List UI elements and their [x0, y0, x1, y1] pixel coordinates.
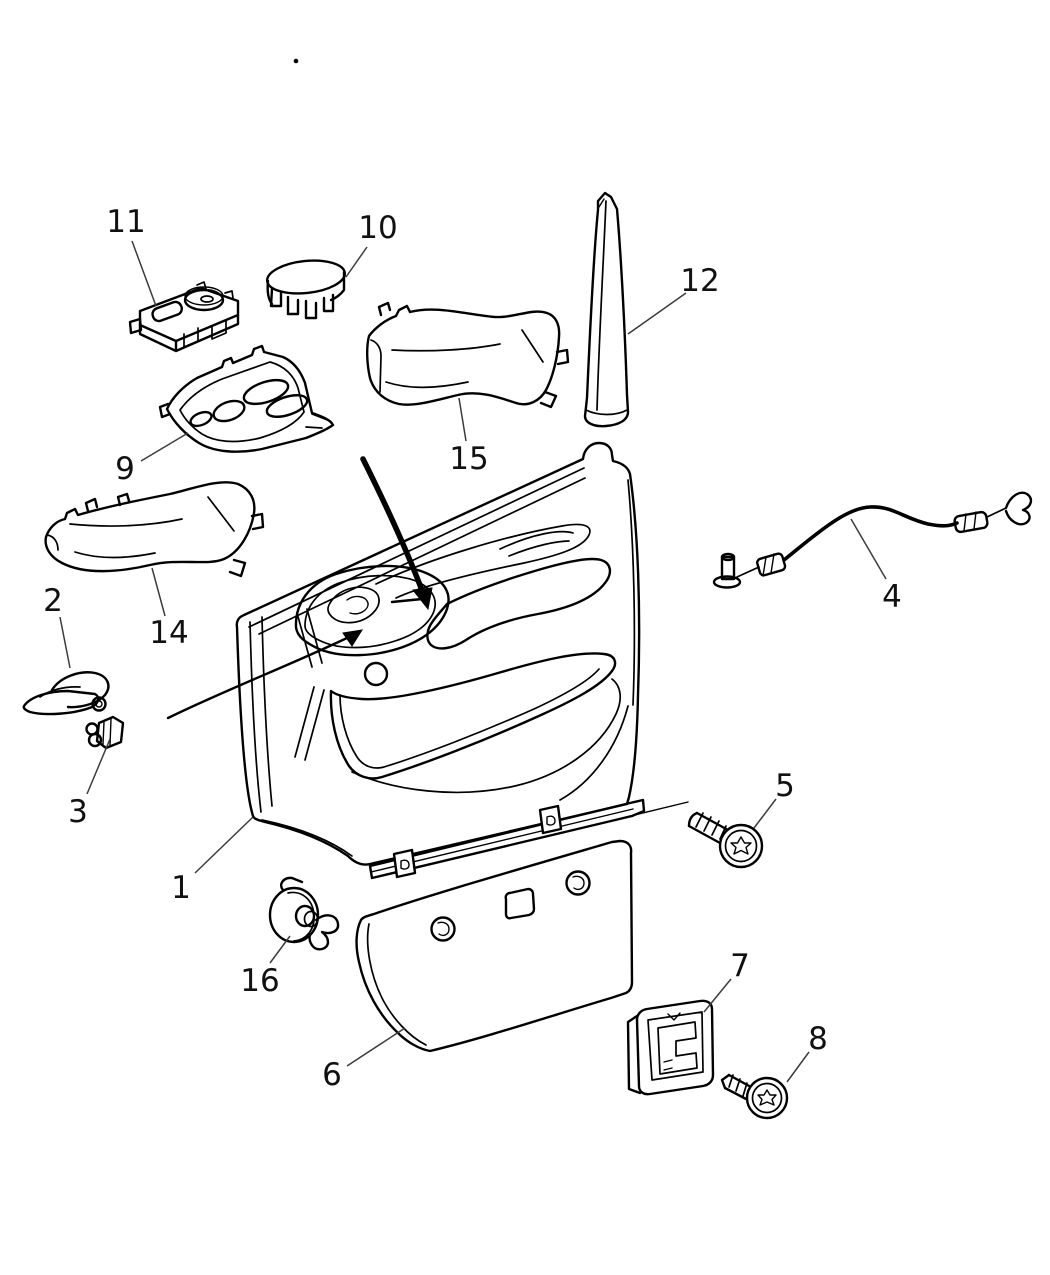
leader-line-5	[753, 798, 777, 829]
callout-9: 9	[115, 451, 135, 487]
part-12-a-pillar-trim	[583, 191, 630, 428]
part-7-retainer-bracket	[626, 999, 715, 1096]
leader-line-1	[194, 816, 254, 874]
part-9-switch-bezel	[158, 344, 335, 453]
assembly-arrow-thick	[360, 456, 433, 611]
leader-line-8	[786, 1051, 810, 1083]
callout-11: 11	[106, 204, 145, 240]
part-10-cap	[265, 259, 347, 320]
part-16-retainer	[268, 876, 340, 951]
callout-2: 2	[43, 583, 63, 619]
leader-line-12	[627, 292, 687, 335]
part-15-armrest	[366, 301, 570, 409]
leader-line-16	[269, 935, 291, 964]
callout-16: 16	[240, 963, 279, 999]
part-6-lower-panel	[355, 839, 634, 1053]
part-3-clip	[85, 715, 125, 750]
leader-line-11	[131, 240, 157, 307]
print-dot	[293, 58, 299, 64]
callout-7: 7	[730, 948, 750, 984]
leader-line-14	[151, 567, 166, 617]
callout-15: 15	[449, 441, 488, 477]
part-4-latch-cable	[712, 491, 1033, 589]
assembly-arrow-thin	[166, 629, 364, 720]
callout-5: 5	[775, 768, 795, 804]
leader-line-6	[346, 1027, 406, 1067]
callout-10: 10	[358, 210, 397, 246]
callout-1: 1	[171, 870, 191, 906]
callout-4: 4	[882, 579, 902, 615]
leader-line-9	[140, 432, 189, 462]
leader-line-7	[703, 978, 732, 1013]
leader-line-4	[850, 518, 887, 580]
leader-line-15	[458, 397, 467, 442]
callout-8: 8	[808, 1021, 828, 1057]
callout-12: 12	[680, 263, 719, 299]
callout-3: 3	[68, 794, 88, 830]
part-1-door-trim-panel	[235, 441, 689, 880]
part-8-screw	[720, 1073, 789, 1120]
part-11-window-switch	[128, 281, 240, 353]
callout-14: 14	[149, 615, 188, 651]
leader-line-3	[86, 738, 111, 795]
part-2-pull-cup	[22, 671, 110, 716]
part-5-screw	[687, 811, 764, 869]
leader-line-10	[345, 246, 368, 278]
callout-6: 6	[322, 1057, 342, 1093]
leader-line-2	[59, 616, 71, 669]
part-14-armrest	[44, 481, 265, 578]
